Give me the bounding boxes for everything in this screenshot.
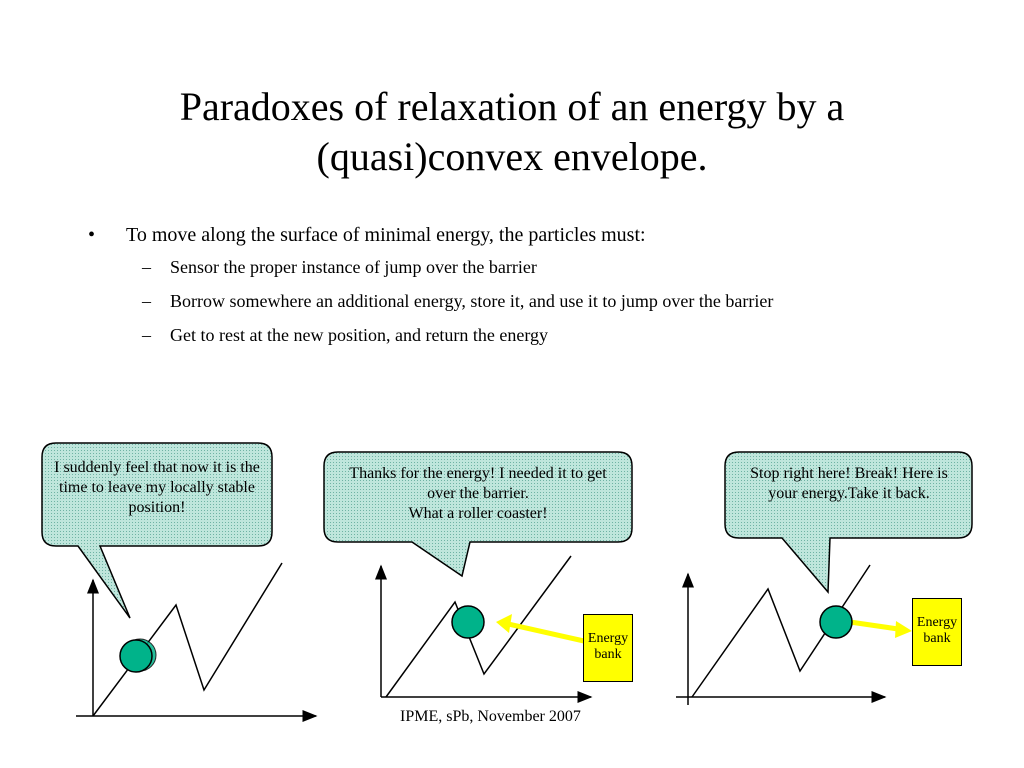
bubble-text-2: Thanks for the energy! I needed it to ge…	[336, 464, 620, 524]
bubble-text-3: Stop right here! Break! Here is your ene…	[750, 465, 948, 502]
sub-bullet-text: Sensor the proper instance of jump over …	[170, 257, 537, 277]
speech-bubble-3	[724, 451, 973, 594]
sub-bullet-list: – Sensor the proper instance of jump ove…	[84, 254, 904, 348]
energy-arrowhead-3	[895, 621, 912, 638]
sub-bullet: – Borrow somewhere an additional energy,…	[84, 288, 904, 314]
bubble-text-2-line-1: Thanks for the energy! I needed it to ge…	[349, 465, 607, 502]
energy-curve-1	[92, 562, 283, 717]
footer: IPME, sPb, November 2007	[400, 708, 581, 725]
energy-bank-3: Energy bank	[912, 598, 962, 666]
speech-bubble-1	[41, 442, 273, 619]
ball-3	[819, 605, 853, 639]
panel-2	[323, 451, 633, 703]
main-bullet-text: To move along the surface of minimal ene…	[126, 224, 646, 246]
speech-bubble-2	[323, 451, 633, 578]
slide-title: Paradoxes of relaxation of an energy by …	[80, 82, 944, 182]
sub-bullet: – Sensor the proper instance of jump ove…	[84, 254, 904, 280]
bubble-text-1: I suddenly feel that now it is the time …	[54, 459, 260, 516]
ball-2	[451, 605, 485, 639]
bullet-marker: •	[88, 224, 96, 246]
panel-1	[41, 442, 318, 722]
energy-bank-2: Energy bank	[583, 614, 633, 682]
sub-bullet: – Get to rest at the new position, and r…	[84, 322, 904, 348]
sub-bullet-text: Get to rest at the new position, and ret…	[170, 325, 549, 345]
title-line-2: (quasi)convex envelope.	[316, 134, 708, 179]
energy-arrow-3	[849, 619, 899, 632]
dash-marker: –	[142, 291, 151, 311]
dash-marker: –	[142, 257, 151, 277]
dash-marker: –	[142, 325, 151, 345]
sub-bullet-text: Borrow somewhere an additional energy, s…	[170, 291, 774, 311]
bullet-list: • To move along the surface of minimal e…	[84, 222, 904, 356]
energy-arrowhead-2	[496, 614, 512, 633]
energy-arrow-2	[507, 621, 585, 644]
panel-3	[676, 451, 973, 705]
ball-1	[119, 639, 153, 673]
bubble-text-2-line-2: What a roller coaster!	[408, 505, 548, 522]
main-bullet: • To move along the surface of minimal e…	[84, 222, 904, 248]
title-line-1: Paradoxes of relaxation of an energy by …	[179, 84, 845, 129]
